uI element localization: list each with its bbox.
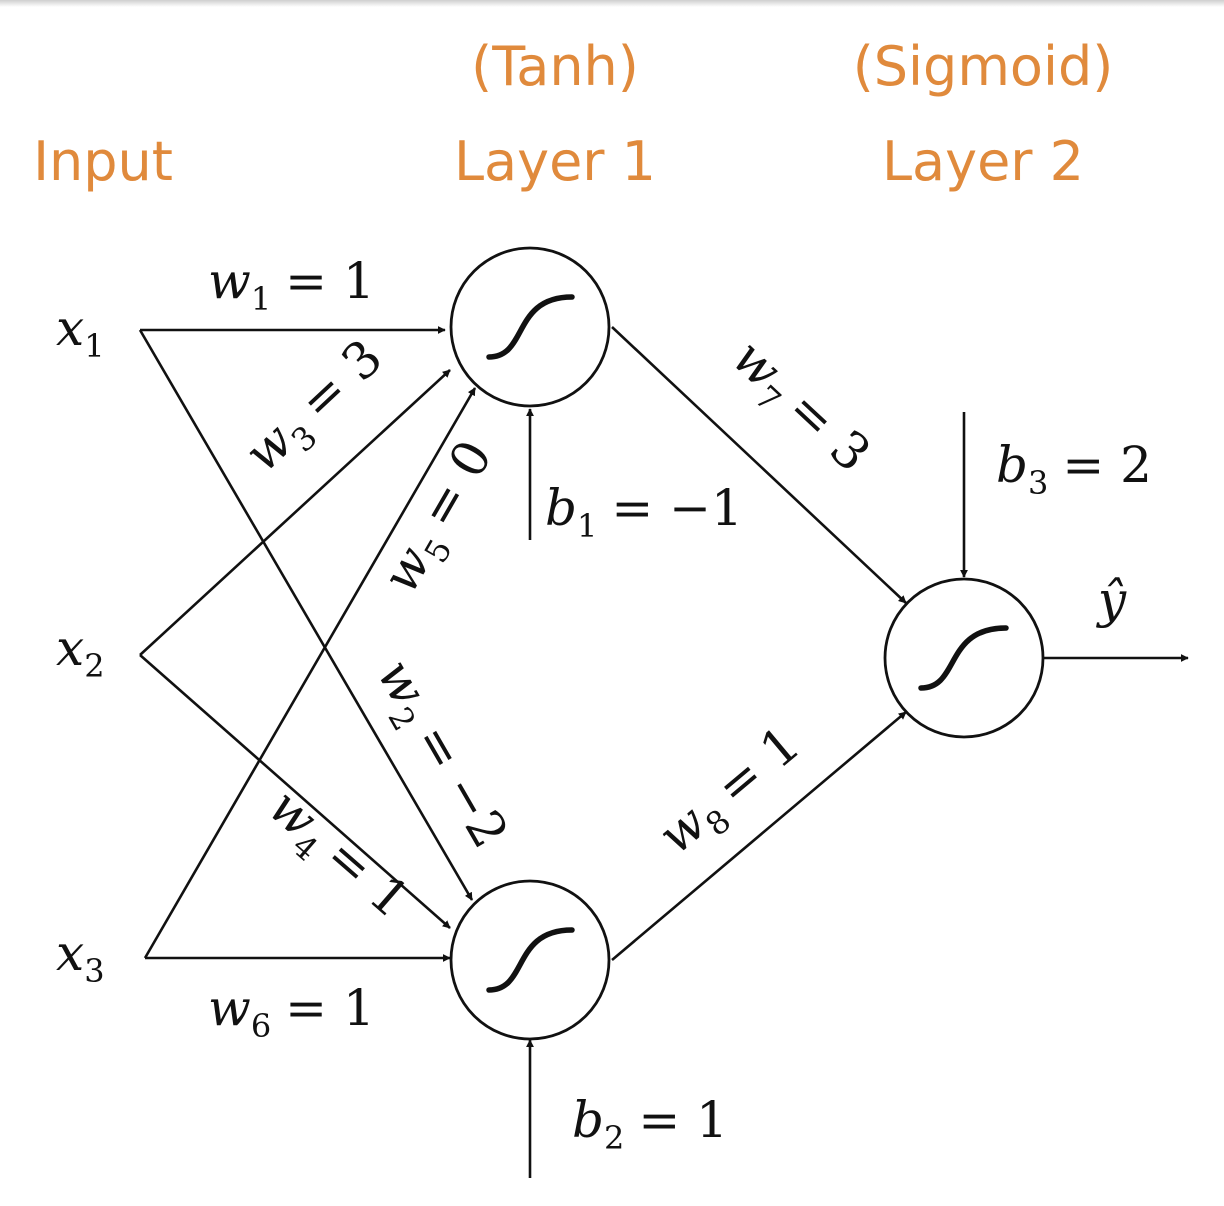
- edge-x2-h1: [139, 369, 451, 656]
- layer1-activation-header: (Tanh): [471, 35, 639, 98]
- edge-h2-out: [611, 711, 907, 961]
- edge-x2-h2: [139, 654, 451, 929]
- hidden-node-2: [449, 879, 611, 1041]
- bias-b2-label: b2= 1: [572, 1091, 728, 1157]
- output-yhat-label: ŷ: [1096, 571, 1127, 629]
- sigmoid-icon: [486, 927, 575, 993]
- output-node: [883, 577, 1045, 739]
- layer2-activation-header: (Sigmoid): [853, 35, 1114, 98]
- input-x2: x2: [56, 619, 105, 685]
- weight-w5-label: w5= 0: [371, 431, 511, 607]
- edge-x1-h2: [138, 329, 474, 901]
- edge-x3-h1: [143, 387, 477, 959]
- layer2-header: Layer 2: [882, 130, 1084, 193]
- weight-w7-label: w7= 3: [716, 328, 882, 489]
- input-x1: x1: [56, 299, 105, 365]
- weight-w3-label: w3= 3: [233, 328, 399, 489]
- input-x3: x3: [56, 924, 105, 990]
- edge-h1-out: [611, 326, 907, 604]
- layer1-header: Layer 1: [454, 130, 656, 193]
- weight-w6-label: w6= 1: [208, 979, 375, 1045]
- sigmoid-icon: [486, 294, 575, 360]
- weight-w2-label: w2= −2: [359, 650, 519, 862]
- weight-w8-label: w8= 1: [647, 715, 816, 871]
- weight-w1-label: w1= 1: [208, 252, 375, 318]
- weight-w4-label: w4= 1: [253, 777, 421, 935]
- bias-b3-label: b3= 2: [996, 436, 1152, 502]
- bias-b1-label: b1= −1: [545, 479, 743, 545]
- top-rule: [0, 0, 1224, 7]
- input-header: Input: [33, 130, 173, 193]
- sigmoid-icon: [918, 625, 1009, 691]
- hidden-node-1: [449, 246, 611, 408]
